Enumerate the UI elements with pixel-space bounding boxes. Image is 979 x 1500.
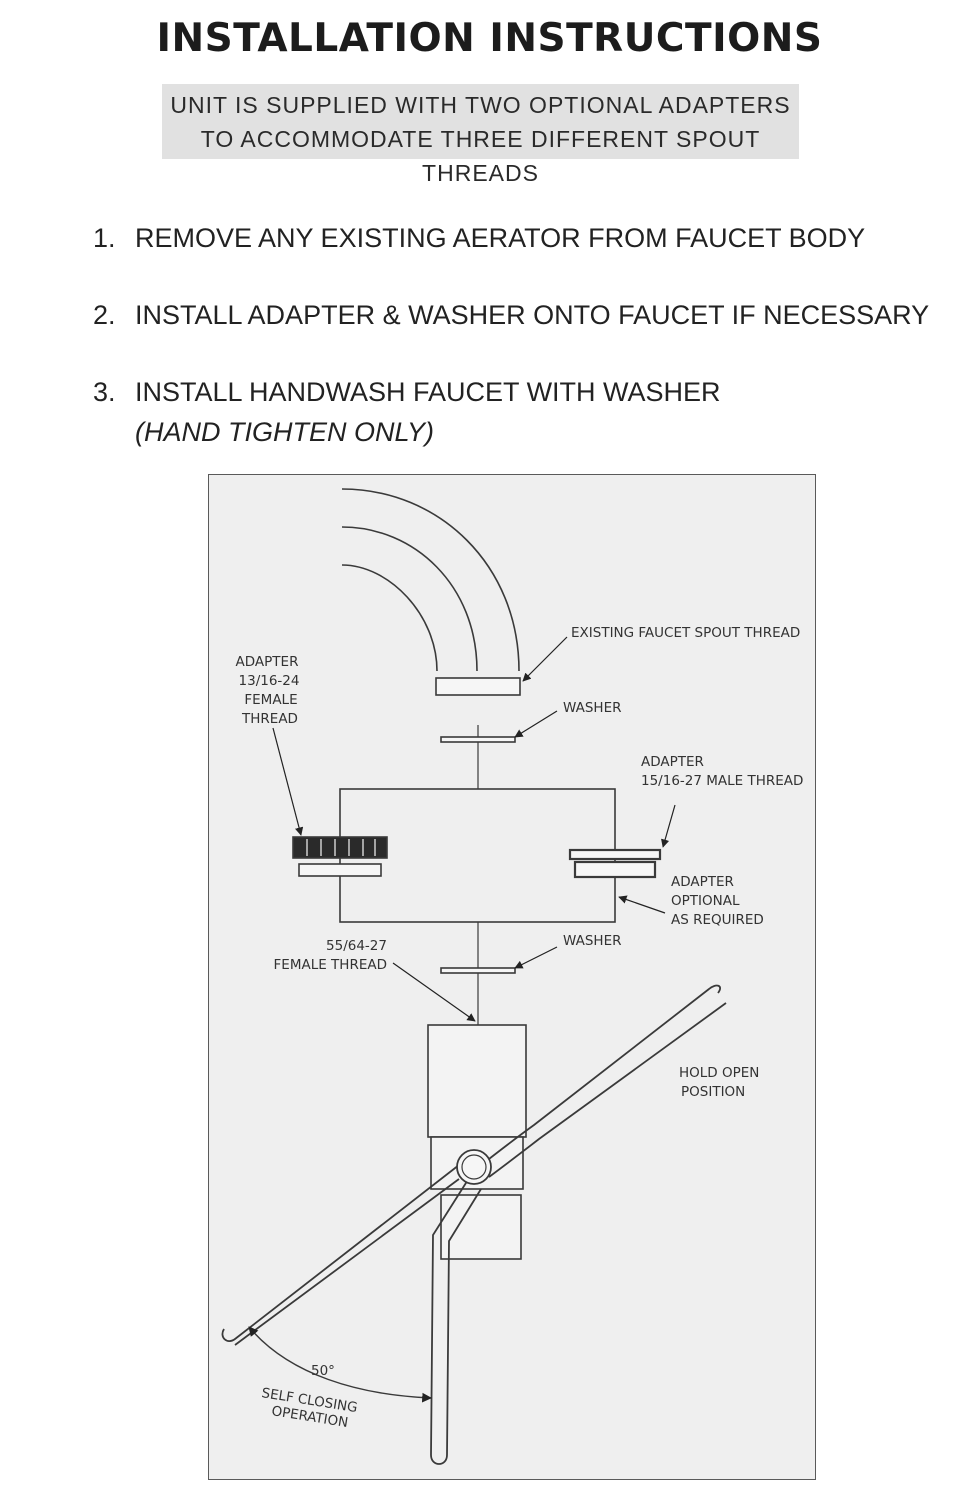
lever-self-closing xyxy=(221,1164,460,1342)
step-2: 2. INSTALL ADAPTER & WASHER ONTO FAUCET … xyxy=(93,295,953,335)
adapter-male-flange xyxy=(568,848,662,861)
diagram-labels: EXISTING FAUCET SPOUT THREAD WASHER ADAP… xyxy=(236,625,804,1431)
page-title: INSTALLATION INSTRUCTIONS xyxy=(156,16,823,61)
leader-female-thread xyxy=(392,962,476,1022)
step-3: 3. INSTALL HANDWASH FAUCET WITH WASHER (… xyxy=(93,372,953,452)
spout-outer-arc xyxy=(341,488,520,672)
step-note: (HAND TIGHTEN ONLY) xyxy=(135,417,435,447)
label-adapter-female-1: ADAPTER xyxy=(236,654,299,670)
lever-hold-open-inner xyxy=(488,1002,727,1178)
label-adapter-optional-2: OPTIONAL xyxy=(671,893,740,909)
leader-washer-bottom xyxy=(514,946,558,969)
step-text: INSTALL ADAPTER & WASHER ONTO FAUCET IF … xyxy=(135,300,930,330)
adapter-male-body xyxy=(573,860,657,879)
label-adapter-male-2: 15/16-27 MALE THREAD xyxy=(641,773,803,789)
label-washer-top: WASHER xyxy=(563,700,621,716)
step-text: REMOVE ANY EXISTING AERATOR FROM FAUCET … xyxy=(135,223,866,253)
step-number: 2. xyxy=(93,300,116,330)
label-hold-open-1: HOLD OPEN xyxy=(679,1065,759,1081)
leader-adapter-male xyxy=(661,804,676,848)
label-adapter-optional-1: ADAPTER xyxy=(671,874,734,890)
handle-vertical xyxy=(430,1174,482,1465)
faucet-body xyxy=(427,1024,527,1138)
instruction-steps: 1. REMOVE ANY EXISTING AERATOR FROM FAUC… xyxy=(93,218,953,489)
banner-line-1: UNIT IS SUPPLIED WITH TWO OPTIONAL ADAPT… xyxy=(170,92,791,118)
installation-diagram: EXISTING FAUCET SPOUT THREAD WASHER ADAP… xyxy=(208,474,816,1480)
label-female-thread-2: FEMALE THREAD xyxy=(274,957,387,973)
spout-nozzle xyxy=(435,677,521,696)
label-adapter-female-2: 13/16-24 xyxy=(239,673,300,689)
label-angle: 50° xyxy=(311,1363,335,1379)
label-female-thread-1: 55/64-27 xyxy=(326,938,387,954)
leader-spout-thread xyxy=(522,636,568,682)
washer-bottom xyxy=(440,967,516,974)
spout-middle-arc xyxy=(341,526,478,672)
label-adapter-female-3: FEMALE xyxy=(244,692,297,708)
label-hold-open-2: POSITION xyxy=(681,1084,745,1100)
label-adapter-male-1: ADAPTER xyxy=(641,754,704,770)
leader-adapter-optional xyxy=(618,895,666,914)
leader-washer-top xyxy=(514,710,558,738)
label-washer-bottom: WASHER xyxy=(563,933,621,949)
faucet-tip xyxy=(440,1194,522,1260)
leader-adapter-female xyxy=(272,727,304,836)
spout-inner-arc xyxy=(341,564,438,672)
step-text: INSTALL HANDWASH FAUCET WITH WASHER xyxy=(135,377,721,407)
label-adapter-optional-3: AS REQUIRED xyxy=(671,912,764,928)
angle-arc xyxy=(248,1326,432,1403)
info-banner: UNIT IS SUPPLIED WITH TWO OPTIONAL ADAPT… xyxy=(162,84,799,186)
lever-self-closing-inner xyxy=(234,1178,460,1346)
washer-top xyxy=(440,736,516,743)
diagram-drawing: EXISTING FAUCET SPOUT THREAD WASHER ADAP… xyxy=(221,488,804,1465)
adapter-female-base xyxy=(298,863,382,877)
label-spout-thread: EXISTING FAUCET SPOUT THREAD xyxy=(571,625,800,641)
step-number: 1. xyxy=(93,223,116,253)
banner-line-2: TO ACCOMMODATE THREE DIFFERENT SPOUT THR… xyxy=(200,126,761,186)
label-adapter-female-4: THREAD xyxy=(241,711,298,727)
step-number: 3. xyxy=(93,377,116,407)
pivot-inner xyxy=(461,1154,487,1180)
step-1: 1. REMOVE ANY EXISTING AERATOR FROM FAUC… xyxy=(93,218,953,258)
